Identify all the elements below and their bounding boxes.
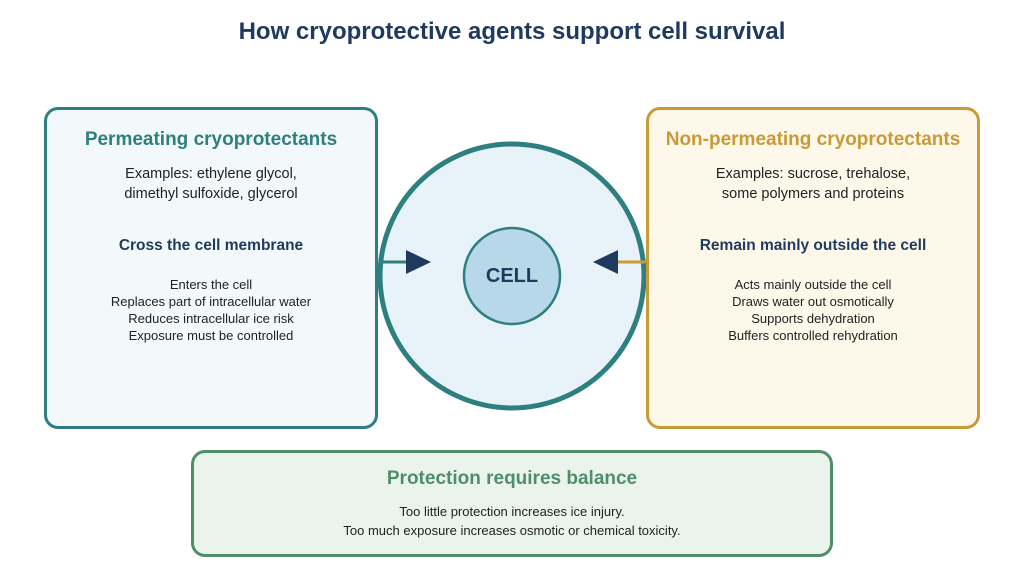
cell-nucleus: [462, 226, 562, 326]
balance-line: Too much exposure increases osmotic or c…: [343, 523, 681, 538]
non-permeating-heading: Non-permeating cryoprotectants: [665, 129, 961, 150]
list-item: Supports dehydration: [751, 311, 875, 326]
list-item: Enters the cell: [169, 277, 253, 292]
permeating-subheading: Cross the cell membrane: [118, 237, 304, 254]
left-arrow-head: [406, 250, 431, 274]
list-item: Buffers controlled rehydration: [728, 328, 898, 343]
list-item: Exposure must be controlled: [128, 328, 294, 343]
permeating-heading: Permeating cryoprotectants: [84, 129, 338, 150]
permeating-points: Enters the cell Replaces part of intrace…: [47, 276, 375, 344]
non-permeating-subheading: Remain mainly outside the cell: [699, 237, 927, 254]
permeating-examples: Examples: ethylene glycol, dimethyl sulf…: [124, 166, 298, 202]
diagram-title: How cryoprotective agents support cell s…: [238, 18, 786, 45]
list-item: Reduces intracellular ice risk: [128, 311, 294, 326]
non-permeating-examples: Examples: sucrose, trehalose, some polym…: [715, 166, 911, 202]
non-permeating-points: Acts mainly outside the cell Draws water…: [649, 276, 977, 344]
list-item: Draws water out osmotically: [732, 294, 894, 309]
balance-line: Too little protection increases ice inju…: [399, 504, 625, 519]
right-arrow-head: [593, 250, 618, 274]
balance-panel: Protection requires balance Too little p…: [191, 450, 833, 557]
balance-heading: Protection requires balance: [386, 468, 638, 489]
list-item: Acts mainly outside the cell: [734, 277, 892, 292]
list-item: Replaces part of intracellular water: [110, 294, 312, 309]
balance-lines: Too little protection increases ice inju…: [194, 502, 830, 540]
permeating-panel: Permeating cryoprotectants Examples: eth…: [44, 107, 378, 429]
non-permeating-panel: Non-permeating cryoprotectants Examples:…: [646, 107, 980, 429]
cell-label: CELL: [485, 265, 539, 287]
